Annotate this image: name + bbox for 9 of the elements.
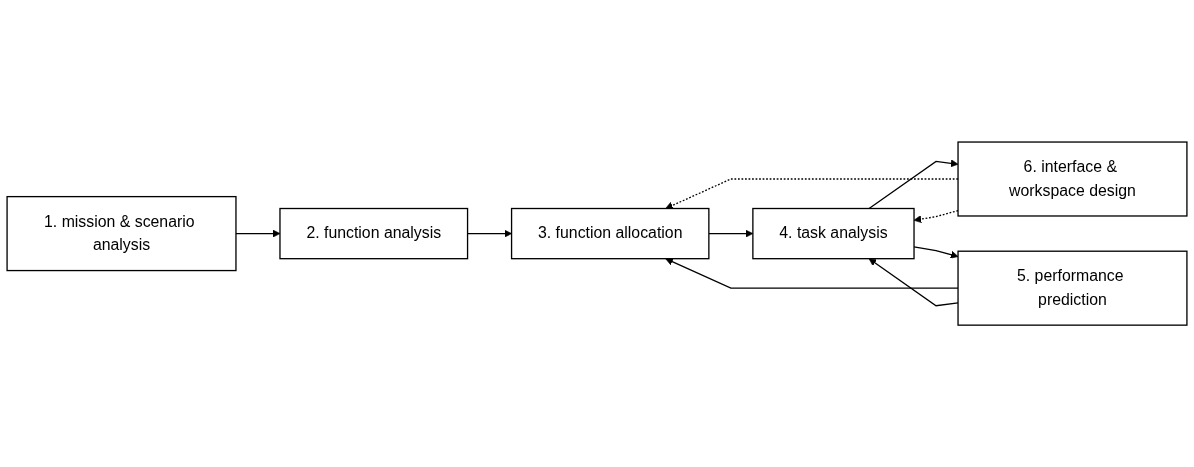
arrow [665, 257, 959, 289]
node-box: 6. interface & workspace design [957, 141, 1188, 217]
node-box: 4. task analysis [752, 207, 915, 260]
node-box: 5. performance prediction [957, 250, 1188, 326]
node-box: 2. function analysis [279, 207, 469, 260]
arrow [868, 159, 959, 210]
node-box: 3. function allocation [510, 207, 710, 260]
arrow [868, 258, 959, 307]
node-box: 1. mission & scenario analysis [6, 195, 237, 272]
